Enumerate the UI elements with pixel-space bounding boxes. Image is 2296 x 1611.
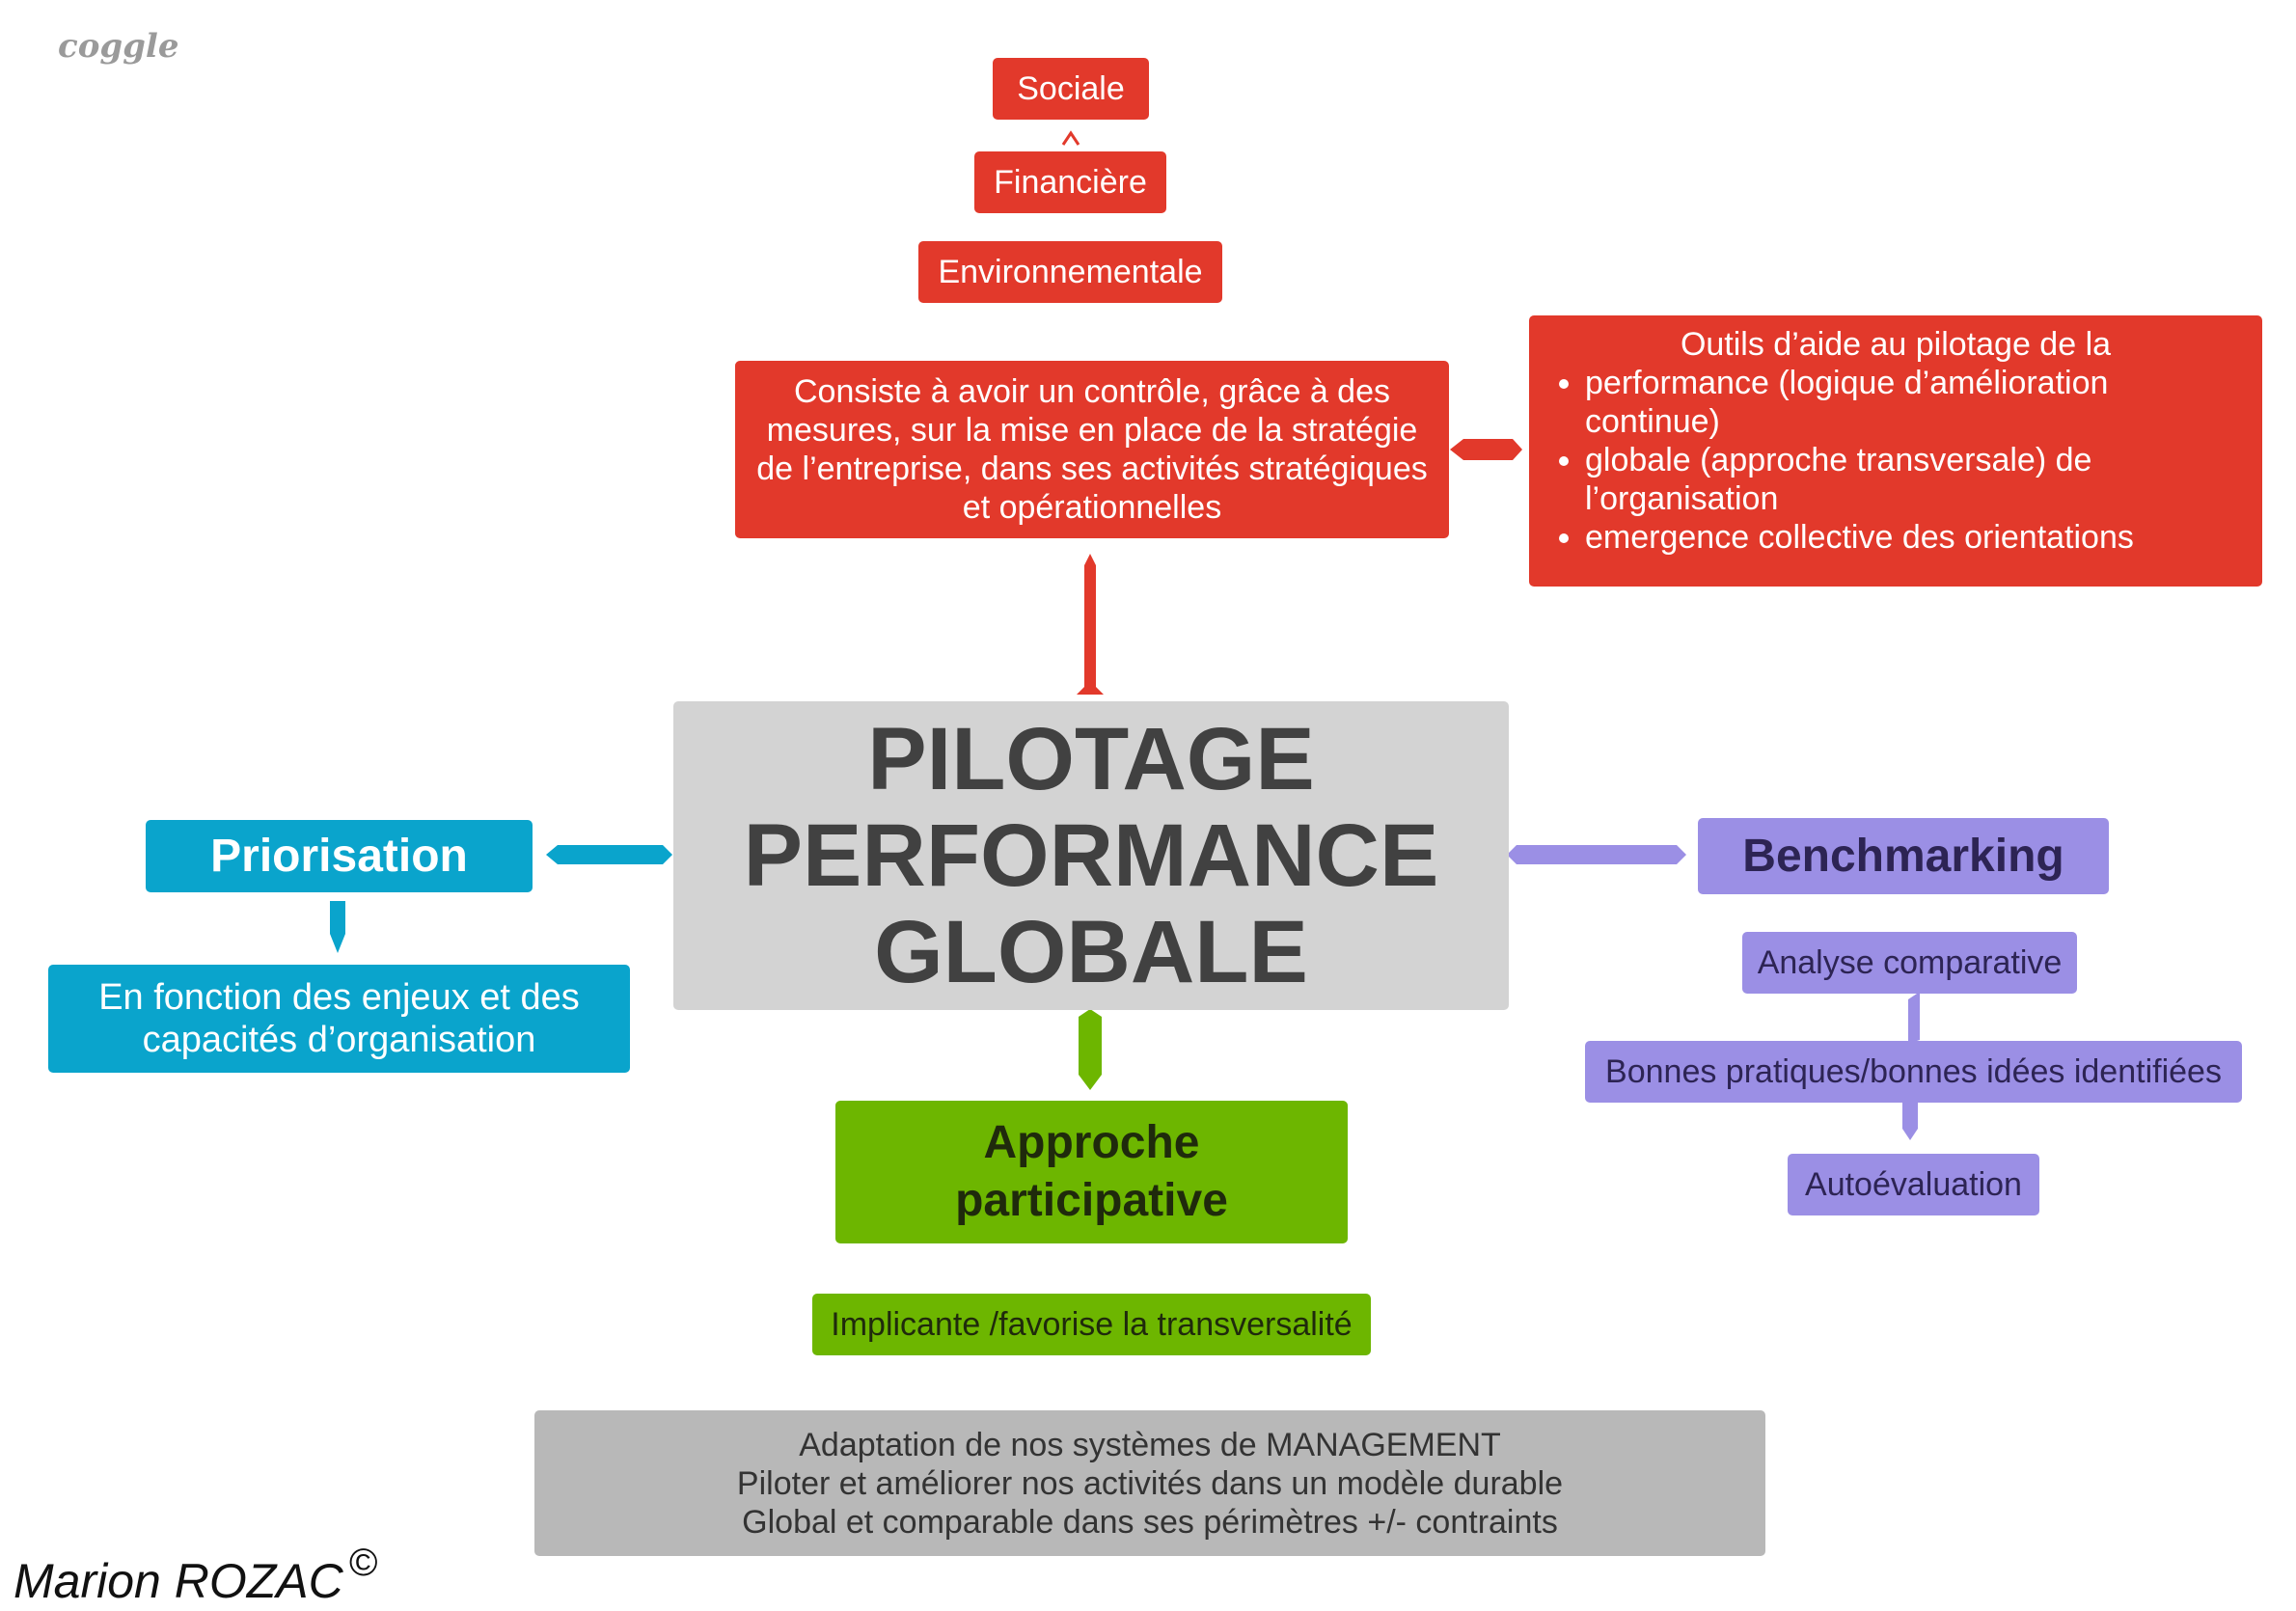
node-autoevaluation[interactable]: Autoévaluation — [1788, 1154, 2039, 1215]
central-topic[interactable]: PILOTAGE PERFORMANCE GLOBALE — [673, 701, 1509, 1010]
definition-line-3: de l’entreprise, dans ses activités stra… — [756, 451, 1428, 487]
node-priorisation[interactable]: Priorisation — [146, 820, 533, 892]
node-benchmarking[interactable]: Benchmarking — [1698, 818, 2109, 894]
definition-line-2: mesures, sur la mise en place de la stra… — [766, 412, 1418, 449]
central-topic-line-3: GLOBALE — [874, 903, 1308, 1001]
node-definition[interactable]: Consiste à avoir un contrôle, grâce à de… — [735, 361, 1449, 538]
node-sociale[interactable]: Sociale — [993, 58, 1149, 120]
node-sociale-label: Sociale — [1017, 70, 1125, 107]
node-approche-participative[interactable]: Approche participative — [835, 1101, 1348, 1243]
outils-heading: Outils d’aide au pilotage de la — [1680, 326, 2112, 363]
node-implicante[interactable]: Implicante /favorise la transversalité — [812, 1294, 1371, 1355]
connector-financiere-sociale — [1061, 130, 1080, 146]
copyright-symbol: © — [349, 1542, 378, 1584]
node-financiere[interactable]: Financière — [974, 151, 1166, 213]
outils-item: globale (approche transversale) de l’org… — [1585, 441, 2239, 518]
approche-title-line-2: participative — [955, 1175, 1228, 1226]
node-outils-pilotage[interactable]: Outils d’aide au pilotage de la performa… — [1529, 315, 2262, 587]
central-topic-line-1: PILOTAGE — [867, 710, 1315, 808]
implicante-label: Implicante /favorise la transversalité — [831, 1306, 1353, 1343]
connector-priorisation-detail — [330, 901, 345, 953]
priorisation-detail-line-2: capacités d’organisation — [142, 1020, 536, 1060]
definition-line-1: Consiste à avoir un contrôle, grâce à de… — [793, 373, 1390, 410]
summary-line-1: Adaptation de nos systèmes de MANAGEMENT — [799, 1426, 1501, 1463]
definition-line-4: et opérationnelles — [962, 489, 1222, 526]
author-signature: Marion ROZAC — [14, 1554, 343, 1608]
priorisation-title: Priorisation — [210, 830, 468, 882]
node-environnementale-label: Environnementale — [938, 254, 1203, 290]
summary-box: Adaptation de nos systèmes de MANAGEMENT… — [534, 1410, 1765, 1556]
priorisation-detail-line-1: En fonction des enjeux et des — [98, 977, 580, 1018]
approche-title-line-1: Approche — [983, 1117, 1200, 1168]
outils-list: performance (logique d’amélioration cont… — [1552, 364, 2239, 557]
connector-definition-tools — [1450, 439, 1522, 460]
connector-center-definition — [1077, 554, 1104, 695]
central-topic-line-2: PERFORMANCE — [743, 806, 1439, 905]
analyse-comparative-label: Analyse comparative — [1757, 944, 2063, 981]
connector-bonnes-autoevaluation — [1902, 1102, 1918, 1140]
connector-center-approche — [1079, 1009, 1102, 1090]
benchmarking-title: Benchmarking — [1742, 830, 2064, 882]
node-analyse-comparative[interactable]: Analyse comparative — [1742, 932, 2077, 994]
summary-line-2: Piloter et améliorer nos activités dans … — [736, 1464, 1564, 1502]
bonnes-pratiques-label: Bonnes pratiques/bonnes idées identifiée… — [1605, 1053, 2222, 1090]
outils-item: performance (logique d’amélioration cont… — [1585, 364, 2239, 441]
summary-line-3: Global et comparable dans ses périmètres… — [742, 1503, 1558, 1541]
node-bonnes-pratiques[interactable]: Bonnes pratiques/bonnes idées identifiée… — [1585, 1041, 2242, 1103]
connector-center-priorisation — [546, 845, 672, 864]
connector-analyse-bonnes — [1908, 992, 1920, 1044]
node-priorisation-detail[interactable]: En fonction des enjeux et des capacités … — [48, 965, 630, 1073]
node-environnementale[interactable]: Environnementale — [918, 241, 1222, 303]
coggle-logo: coggle — [58, 27, 179, 66]
node-financiere-label: Financière — [994, 164, 1147, 201]
autoevaluation-label: Autoévaluation — [1805, 1166, 2022, 1203]
connector-center-benchmarking — [1507, 845, 1686, 864]
outils-item: emergence collective des orientations — [1585, 518, 2239, 557]
